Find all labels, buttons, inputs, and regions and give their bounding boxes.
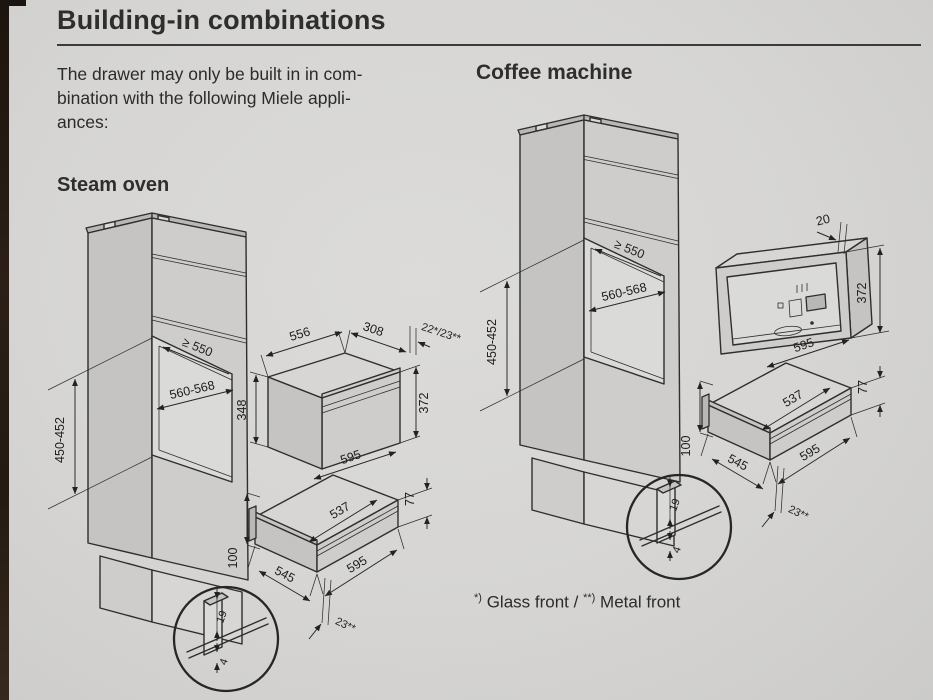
intro-line-1: The drawer may only be built in in com- [57, 64, 363, 84]
dim-drawer-depth-bottom: 545 [725, 451, 750, 473]
page-title: Building-in combinations [57, 5, 386, 35]
steam-oven-heading: Steam oven [57, 174, 170, 196]
coffee-cabinet-drawing [480, 115, 680, 546]
dim-oven-depth: 556 [288, 324, 312, 343]
dim-unit-width: 595 [792, 335, 816, 355]
dim-detail-lip: 19 [214, 609, 229, 625]
title-rule [57, 44, 921, 46]
dim-drawer-depth-bottom: 545 [272, 563, 297, 585]
dim-drawer-width-bottom: 595 [797, 441, 822, 464]
intro-line-2: bination with the following Miele appli- [57, 88, 351, 108]
dim-drawer-front-thickness: 23** [333, 615, 358, 635]
dim-drawer-front-height: 77 [856, 380, 870, 394]
dim-detail-gap: 4 [217, 657, 230, 667]
metal-front-marker: **) [583, 592, 596, 604]
front-type-footnote: *) Glass front / **) Metal front [474, 592, 680, 613]
steam-cabinet-drawing [48, 213, 248, 644]
coffee-machine-front-graphics [732, 283, 841, 340]
dim-drawer-front-height: 77 [403, 492, 417, 506]
glass-front-label: Glass front / [486, 592, 579, 612]
dim-oven-height-front: 372 [417, 393, 431, 414]
coffee-machine-diagram: ≥ 550 560-568 450-452 20 372 595 537 77 … [480, 115, 890, 579]
dim-niche-height: 450-452 [53, 417, 67, 463]
metal-front-label: Metal front [600, 592, 681, 612]
intro-line-3: ances: [57, 112, 109, 132]
dim-detail-gap: 4 [670, 545, 683, 555]
scan-edge-shadow-top [0, 0, 26, 6]
coffee-machine-unit-drawing [715, 221, 890, 355]
coffee-machine-heading: Coffee machine [476, 61, 633, 84]
dim-machine-gap: 20 [815, 212, 832, 229]
dim-machine-height: 372 [855, 283, 869, 304]
glass-front-marker: *) [474, 592, 482, 604]
dim-niche-height: 450-452 [485, 319, 499, 365]
dim-oven-top: 308 [361, 319, 385, 339]
dim-oven-height-side: 348 [235, 400, 249, 421]
dim-plinth-height: 100 [226, 548, 240, 569]
steam-oven-unit-drawing [249, 326, 431, 470]
dim-drawer-width-bottom: 595 [344, 553, 369, 576]
steam-oven-diagram: ≥ 550 560-568 450-452 556 308 22*/23** 3… [48, 213, 463, 691]
dim-plinth-height: 100 [679, 436, 693, 457]
dim-unit-width: 595 [339, 447, 363, 467]
scan-edge-shadow [0, 0, 9, 700]
dim-drawer-front-thickness: 23** [786, 503, 811, 523]
dim-detail-lip: 19 [667, 497, 682, 513]
intro-paragraph: The drawer may only be built in in com- … [57, 62, 447, 134]
dim-oven-front-thickness: 22*/23** [420, 321, 463, 345]
